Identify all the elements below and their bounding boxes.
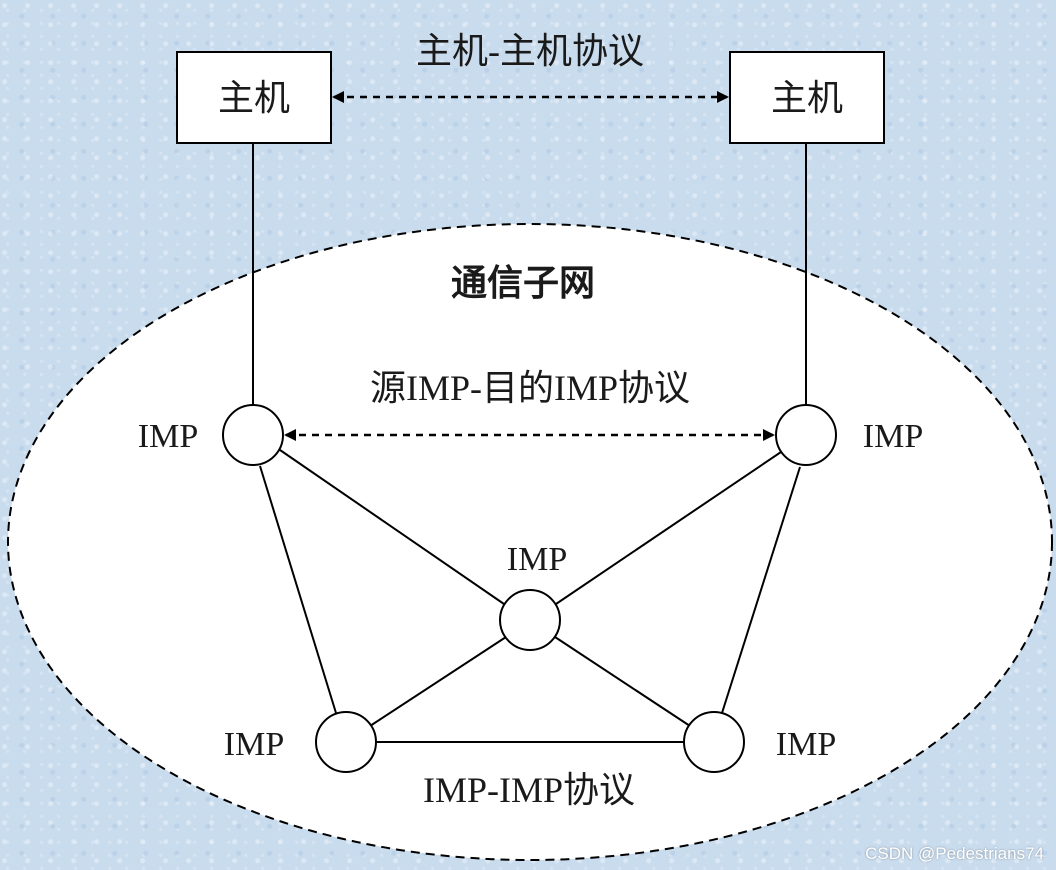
imp-node-lower-left bbox=[315, 711, 377, 773]
link-ul-ll bbox=[259, 465, 337, 714]
link-ur-lr bbox=[721, 466, 801, 714]
host-left-label: 主机 bbox=[218, 78, 290, 118]
link-ur-center bbox=[555, 451, 782, 605]
watermark: CSDN @Pedestrians74 bbox=[865, 844, 1044, 863]
host-right: 主机 bbox=[729, 51, 885, 144]
source-dest-protocol-label: 源IMP-目的IMP协议 bbox=[370, 368, 690, 408]
imp-label-upper-right: IMP bbox=[863, 418, 923, 455]
imp-imp-protocol-label: IMP-IMP协议 bbox=[423, 770, 635, 810]
link-ul-center bbox=[279, 449, 505, 605]
imp-label-upper-left: IMP bbox=[138, 418, 198, 455]
host-host-protocol-label: 主机-主机协议 bbox=[416, 31, 644, 71]
communication-subnet-boundary bbox=[7, 223, 1053, 861]
host-left: 主机 bbox=[176, 51, 332, 144]
imp-label-center: IMP bbox=[507, 541, 567, 578]
link-center-ll bbox=[369, 636, 507, 727]
imp-node-lower-right bbox=[683, 711, 745, 773]
imp-node-upper-right bbox=[775, 404, 837, 466]
imp-node-upper-left bbox=[222, 404, 284, 466]
imp-label-lower-left: IMP bbox=[224, 726, 284, 763]
imp-node-center bbox=[499, 589, 561, 651]
host-right-label: 主机 bbox=[771, 78, 843, 118]
imp-label-lower-right: IMP bbox=[776, 726, 836, 763]
link-center-lr bbox=[554, 636, 691, 727]
subnet-label: 通信子网 bbox=[451, 263, 595, 303]
